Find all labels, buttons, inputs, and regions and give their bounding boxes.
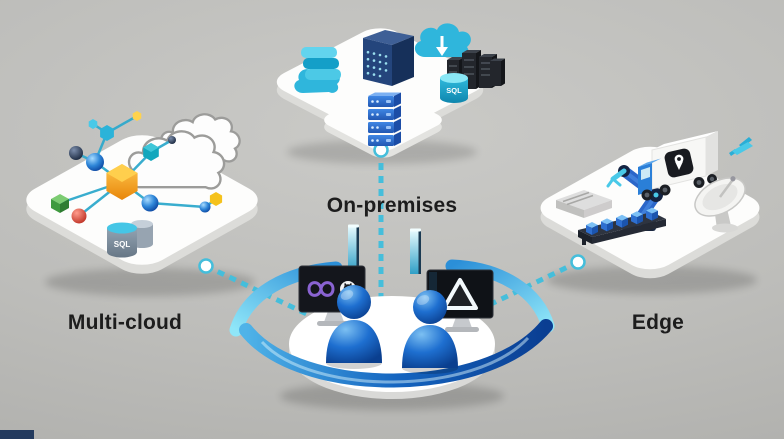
sql-label: SQL <box>114 240 131 249</box>
triangle-logo-icon <box>442 278 478 310</box>
connector-node <box>570 254 586 270</box>
swoosh-arc-highlight <box>260 336 530 384</box>
location-pin-badge <box>664 148 694 178</box>
sql-database-icon: SQL <box>107 220 153 258</box>
delivery-truck-icon <box>638 131 718 201</box>
glass-panel-icon <box>410 228 421 274</box>
bottom-left-accent-bar <box>0 430 34 439</box>
person-figure-left <box>326 285 382 369</box>
cube-node <box>51 194 69 213</box>
drone-icon <box>729 137 753 156</box>
conveyor-packages <box>586 207 658 235</box>
glass-panel-icon <box>348 224 359 272</box>
edge-label: Edge <box>631 311 685 334</box>
server-cabinet-icon <box>363 30 414 86</box>
connector-node <box>198 258 214 274</box>
on-premises-label: On-premises <box>326 194 458 217</box>
multi-cloud-content: SQL <box>51 111 241 258</box>
server-tower-icon <box>368 92 401 146</box>
satellite-dish-icon <box>694 176 746 233</box>
person-figure-right <box>402 290 458 374</box>
on-premises-content: SQL <box>294 23 505 146</box>
network-molecule-icon <box>51 111 223 224</box>
cloud-download-icon <box>414 23 471 58</box>
swoosh-arc-back-right <box>445 259 555 333</box>
center-hub <box>229 224 555 410</box>
conveyor-icon <box>578 207 666 245</box>
sql-database-icon: SQL <box>440 73 468 103</box>
multi-cloud-label: Multi-cloud <box>67 311 183 334</box>
edge-content <box>556 131 753 245</box>
sql-label: SQL <box>446 86 462 95</box>
storage-stack-icon <box>294 47 341 93</box>
visual-studio-logo-icon <box>307 281 335 297</box>
edge-server-icon <box>556 190 612 218</box>
